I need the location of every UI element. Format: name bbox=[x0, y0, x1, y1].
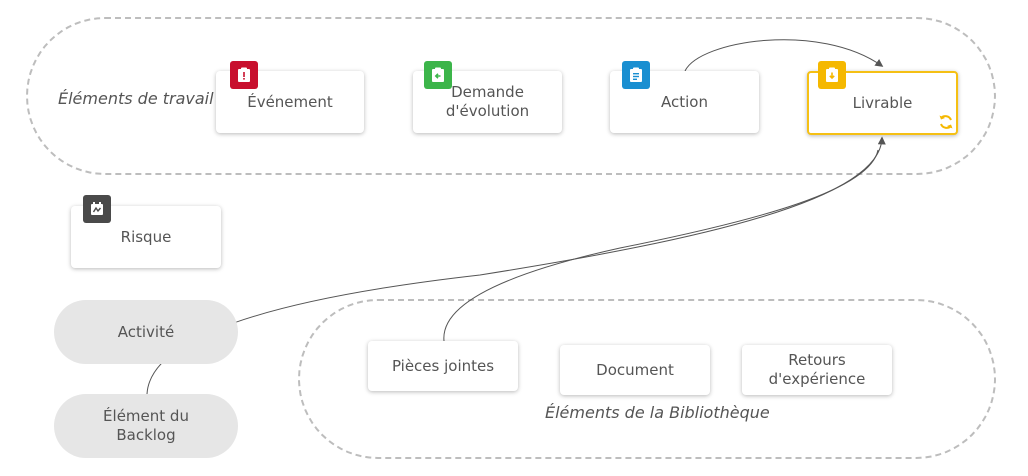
pill-activite-label: Activité bbox=[117, 322, 175, 341]
card-action-label: Action bbox=[661, 92, 708, 111]
card-evenement-label: Événement bbox=[247, 92, 333, 111]
library-group bbox=[298, 299, 996, 459]
pill-backlog-label: Élément du Backlog bbox=[103, 407, 189, 444]
card-livrable-label: Livrable bbox=[852, 93, 913, 112]
download-clipboard-icon bbox=[818, 61, 846, 89]
card-pieces-jointes[interactable]: Pièces jointes bbox=[368, 341, 518, 391]
connector-action-livrable bbox=[684, 39, 884, 72]
back-arrow-clipboard-icon bbox=[424, 61, 452, 89]
card-document[interactable]: Document bbox=[560, 345, 710, 395]
work-items-group-label: Éléments de travail bbox=[58, 89, 214, 108]
card-document-label: Document bbox=[596, 360, 674, 379]
card-demande-label: Demande d'évolution bbox=[445, 83, 530, 120]
card-risque[interactable]: Risque bbox=[71, 206, 221, 268]
work-items-group bbox=[26, 17, 996, 175]
alert-clipboard-icon bbox=[230, 61, 258, 89]
pill-backlog[interactable]: Élément du Backlog bbox=[54, 394, 238, 458]
risk-icon bbox=[83, 195, 111, 223]
card-pieces-jointes-label: Pièces jointes bbox=[391, 356, 495, 375]
card-retours-label: Retours d'expérience bbox=[768, 351, 866, 388]
list-clipboard-icon bbox=[622, 61, 650, 89]
pill-activite[interactable]: Activité bbox=[54, 300, 238, 364]
card-risque-label: Risque bbox=[120, 227, 172, 246]
library-group-label: Éléments de la Bibliothèque bbox=[545, 403, 770, 422]
card-retours[interactable]: Retours d'expérience bbox=[742, 345, 892, 395]
connector-pieces-livrable bbox=[443, 149, 879, 342]
refresh-icon[interactable] bbox=[937, 113, 955, 131]
